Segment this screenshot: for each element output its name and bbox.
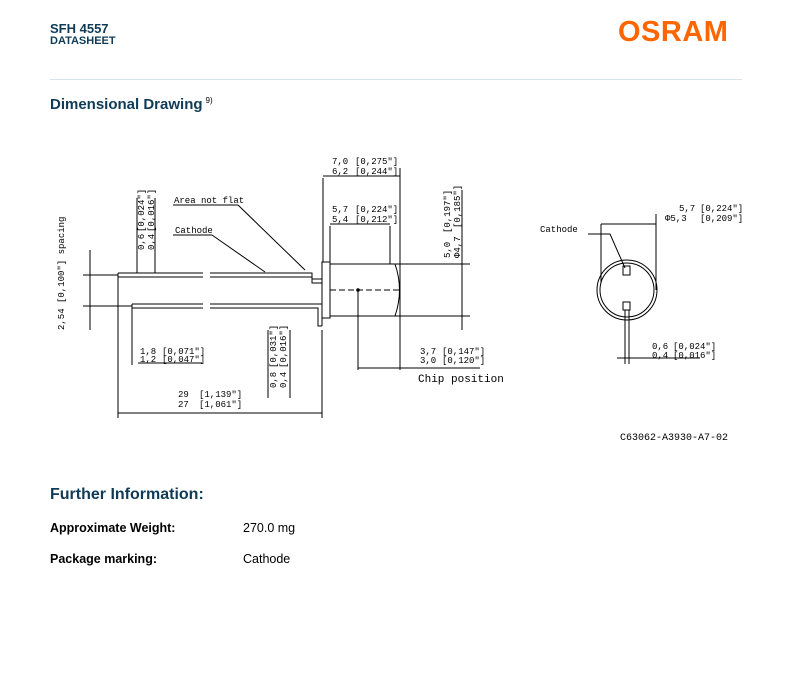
dim-chip-b: 3,0 <box>420 356 436 366</box>
package-marking-label: Package marking: <box>50 552 157 566</box>
header-left: SFH 4557 DATASHEET <box>50 22 116 48</box>
dim-08-b: 0,4 <box>279 372 289 388</box>
dim-front-lead-a: 0,6 <box>652 342 668 352</box>
dim-length-a-in: [0,275"] <box>355 157 398 167</box>
spacing-label: 2,54 [0,100"] spacing <box>57 217 67 330</box>
dim-total-a-in: [1,139"] <box>199 390 242 400</box>
dim-08-a-in: [0,031"] <box>269 325 279 368</box>
dim-chip-b-in: [0,120"] <box>442 356 485 366</box>
dim-height-b: Φ4,7 <box>453 236 463 258</box>
led-front-view <box>596 259 658 321</box>
lead-upper <box>117 272 300 278</box>
dim-total-b-in: [1,061"] <box>199 400 242 410</box>
header-divider <box>50 79 742 80</box>
led-flange <box>321 261 331 319</box>
dim-front-dia-a-in: [0,224"] <box>700 204 743 214</box>
dim-diameter-b: 5,4 <box>332 215 348 225</box>
dim-front-lead-b-in: [0,016"] <box>673 351 716 361</box>
weight-label: Approximate Weight: <box>50 521 176 535</box>
dim-lead-a-in: [0,024"] <box>137 189 147 232</box>
dim-lead-a: 0,6 <box>137 234 147 250</box>
cathode-side-label: Cathode <box>175 226 213 236</box>
dim-18-a-in: [0,071"] <box>162 347 205 357</box>
dim-front-lead-b: 0,4 <box>652 351 668 361</box>
dim-length-b: 6,2 <box>332 167 348 177</box>
weight-value: 270.0 mg <box>243 521 296 535</box>
dim-front-dia-b: Φ5,3 <box>665 214 687 224</box>
lead-lower <box>131 303 300 309</box>
dim-08-a: 0,8 <box>269 372 279 388</box>
chip-position-label: Chip position <box>418 374 504 386</box>
dim-length-a: 7,0 <box>332 157 348 167</box>
dim-length-b-in: [0,244"] <box>355 167 398 177</box>
cathode-front-label: Cathode <box>540 225 578 235</box>
dim-height-b-in: [0,185"] <box>453 185 463 228</box>
dim-diameter-b-in: [0,212"] <box>355 215 398 225</box>
package-marking-value: Cathode <box>243 552 291 566</box>
dim-lead-b-in: [0,016"] <box>147 189 157 232</box>
dim-diameter-a: 5,7 <box>332 205 348 215</box>
dim-lead-b: 0,4 <box>147 234 157 250</box>
document-type: DATASHEET <box>50 35 116 47</box>
dim-18-b: 1,2 <box>140 355 156 365</box>
further-information-title: Further Information: <box>50 486 204 503</box>
area-not-flat-label: Area not flat <box>174 196 244 206</box>
dim-chip-a: 3,7 <box>420 347 436 357</box>
dimensional-drawing: 7,0 [0,275"] 6,2 [0,244"] 5,7 [0,224"] 5… <box>57 157 743 444</box>
dim-18-b-in: [0,047"] <box>162 355 205 365</box>
dim-front-lead-a-in: [0,024"] <box>673 342 716 352</box>
drawing-code: C63062-A3930-A7-02 <box>620 433 728 444</box>
dim-total-b: 27 <box>178 400 189 410</box>
dim-08-b-in: [0,016"] <box>279 325 289 368</box>
dim-front-dia-a: 5,7 <box>679 204 695 214</box>
dimensional-drawing-title-text: Dimensional Drawing <box>50 96 203 113</box>
footnote-marker: 9) <box>205 96 213 105</box>
dim-height-a-in: [0,197"] <box>443 190 453 233</box>
dim-chip-a-in: [0,147"] <box>442 347 485 357</box>
osram-logo: OSRAM <box>618 16 729 48</box>
dim-18-a: 1,8 <box>140 347 156 357</box>
dim-total-a: 29 <box>178 390 189 400</box>
dim-height-a: 5,0 <box>443 242 453 258</box>
dim-front-dia-b-in: [0,209"] <box>700 214 743 224</box>
dim-diameter-a-in: [0,224"] <box>355 205 398 215</box>
part-number: SFH 4557 <box>50 21 109 36</box>
